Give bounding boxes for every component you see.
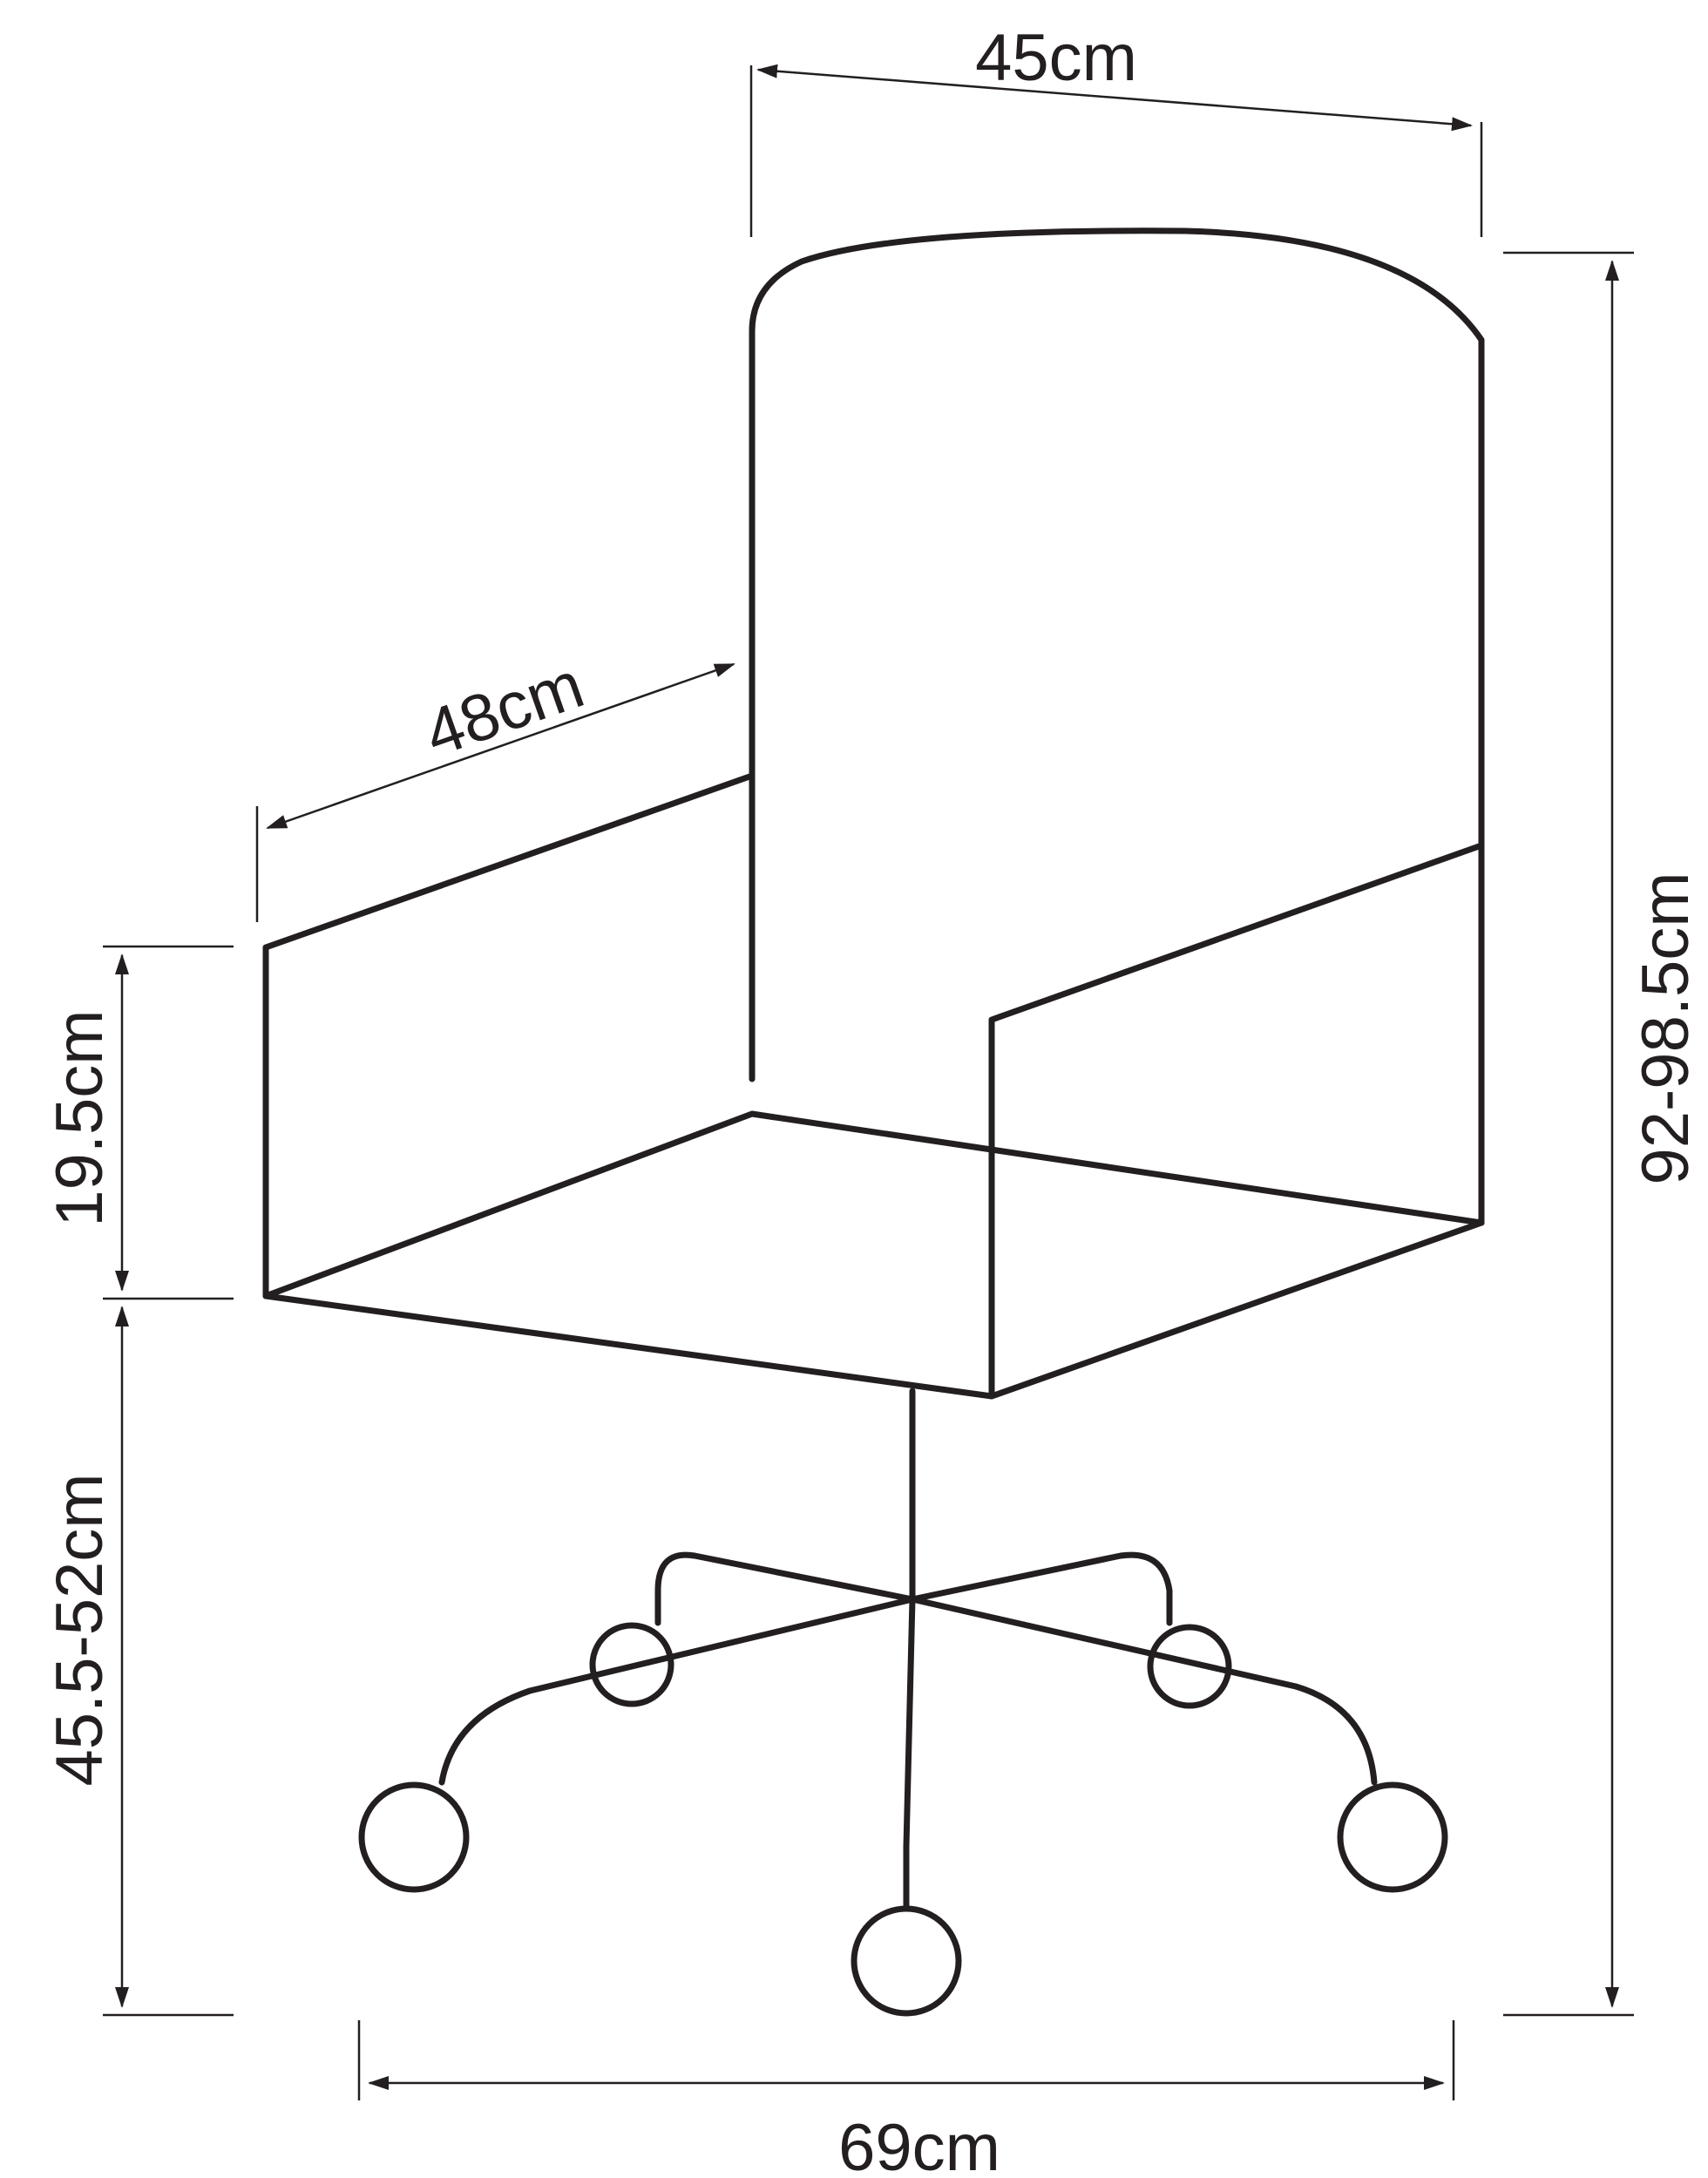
- chair-backrest: [749, 227, 1485, 1226]
- seat-depth-label: 48cm: [416, 648, 593, 771]
- chair-base-leg-back-left: [654, 1551, 916, 1626]
- chair-right-armrest: [988, 842, 1485, 1400]
- chair-seat: [262, 1110, 1485, 1400]
- total-height-label: 92-98.5cm: [1629, 872, 1703, 1184]
- dimension-base-width: 69cm: [357, 2020, 1455, 2178]
- chair-base-leg-back-right: [909, 1551, 1173, 1626]
- base-width-label: 69cm: [838, 2111, 1000, 2178]
- dimension-seat-depth: 48cm: [255, 648, 735, 922]
- caster-back-right: [1147, 1624, 1232, 1709]
- backrest-width-label: 45cm: [975, 21, 1137, 95]
- caster-back-left: [589, 1622, 674, 1707]
- seat-height-label: 45.5-52cm: [43, 1473, 117, 1786]
- dimension-arrow: [756, 64, 1473, 132]
- dimension-seat-height: 45.5-52cm: [43, 1306, 234, 2017]
- chair-left-armrest: [262, 772, 756, 1299]
- chair-drawing: [262, 227, 1485, 2017]
- chair-gas-lift: [903, 1388, 916, 1912]
- chair-base-leg-front-left: [438, 1596, 916, 1786]
- dimension-total-height: 92-98.5cm: [1503, 251, 1703, 2017]
- dimension-armrest-height: 19.5cm: [43, 945, 234, 1300]
- dimension-backrest-width: 45cm: [749, 21, 1483, 237]
- armrest-height-label: 19.5cm: [43, 1009, 117, 1226]
- caster-front-left: [358, 1781, 470, 1893]
- caster-front-right: [1337, 1781, 1448, 1893]
- dimension-arrow: [266, 662, 735, 830]
- chair-base-leg-front-right: [909, 1596, 1378, 1786]
- caster-front-center: [851, 1905, 962, 2017]
